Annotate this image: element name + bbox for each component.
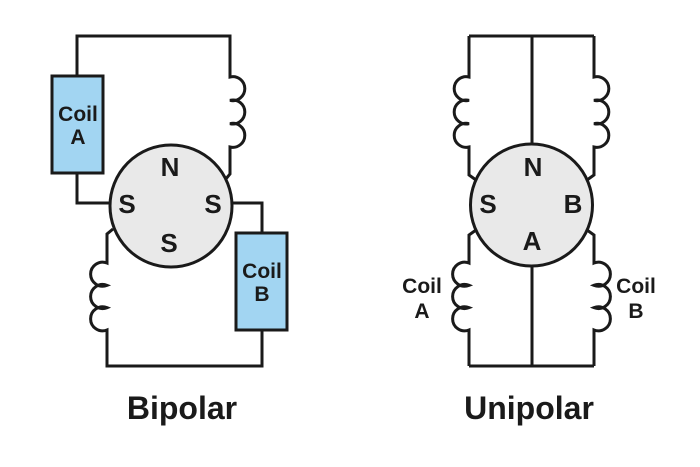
bipolar-pole-bottom: S	[160, 228, 177, 258]
unipolar-left-lower-wire	[451, 228, 477, 366]
unipolar-right-lower-wire	[586, 228, 612, 366]
unipolar-pole-bottom: A	[523, 226, 542, 256]
unipolar-coil-a-label-line2: A	[414, 300, 429, 323]
unipolar-pole-left: S	[479, 189, 496, 219]
bipolar-pole-left: S	[118, 189, 135, 219]
unipolar-coil-b-label-line1: Coil	[616, 275, 656, 298]
bipolar-top-loop-wire	[75, 34, 247, 181]
unipolar-coil-a-label-line1: Coil	[402, 275, 442, 298]
bipolar-coil-a-box	[50, 74, 105, 175]
unipolar-pole-top: N	[524, 152, 543, 182]
bipolar-coil-a-label-line1: Coil	[58, 103, 98, 126]
bipolar-right-mid-wire	[231, 201, 264, 233]
bipolar-left-mid-wire	[75, 173, 112, 205]
unipolar-caption: Unipolar	[464, 390, 594, 426]
bipolar-coil-b-box	[234, 231, 289, 332]
unipolar-diagram: N S B A Coil A Coil B Unipolar	[402, 34, 656, 426]
unipolar-coil-b-label-line2: B	[628, 300, 643, 323]
unipolar-pole-right: B	[564, 189, 583, 219]
bipolar-coil-a-label-line2: A	[70, 126, 85, 149]
bipolar-coil-b-label-line1: Coil	[242, 260, 282, 283]
unipolar-rotor-circle	[469, 142, 594, 268]
unipolar-right-upper-wire	[586, 36, 611, 182]
bipolar-coil-b-label-line2: B	[254, 283, 269, 306]
unipolar-left-upper-wire	[452, 36, 477, 182]
bipolar-rotor-circle	[108, 143, 234, 269]
bipolar-diagram: Coil A Coil B N S S S Bipolar	[50, 34, 289, 426]
bipolar-caption: Bipolar	[127, 390, 237, 426]
bipolar-pole-top: N	[161, 152, 180, 182]
bipolar-pole-right: S	[204, 189, 221, 219]
bipolar-bottom-loop-wire	[89, 227, 264, 368]
